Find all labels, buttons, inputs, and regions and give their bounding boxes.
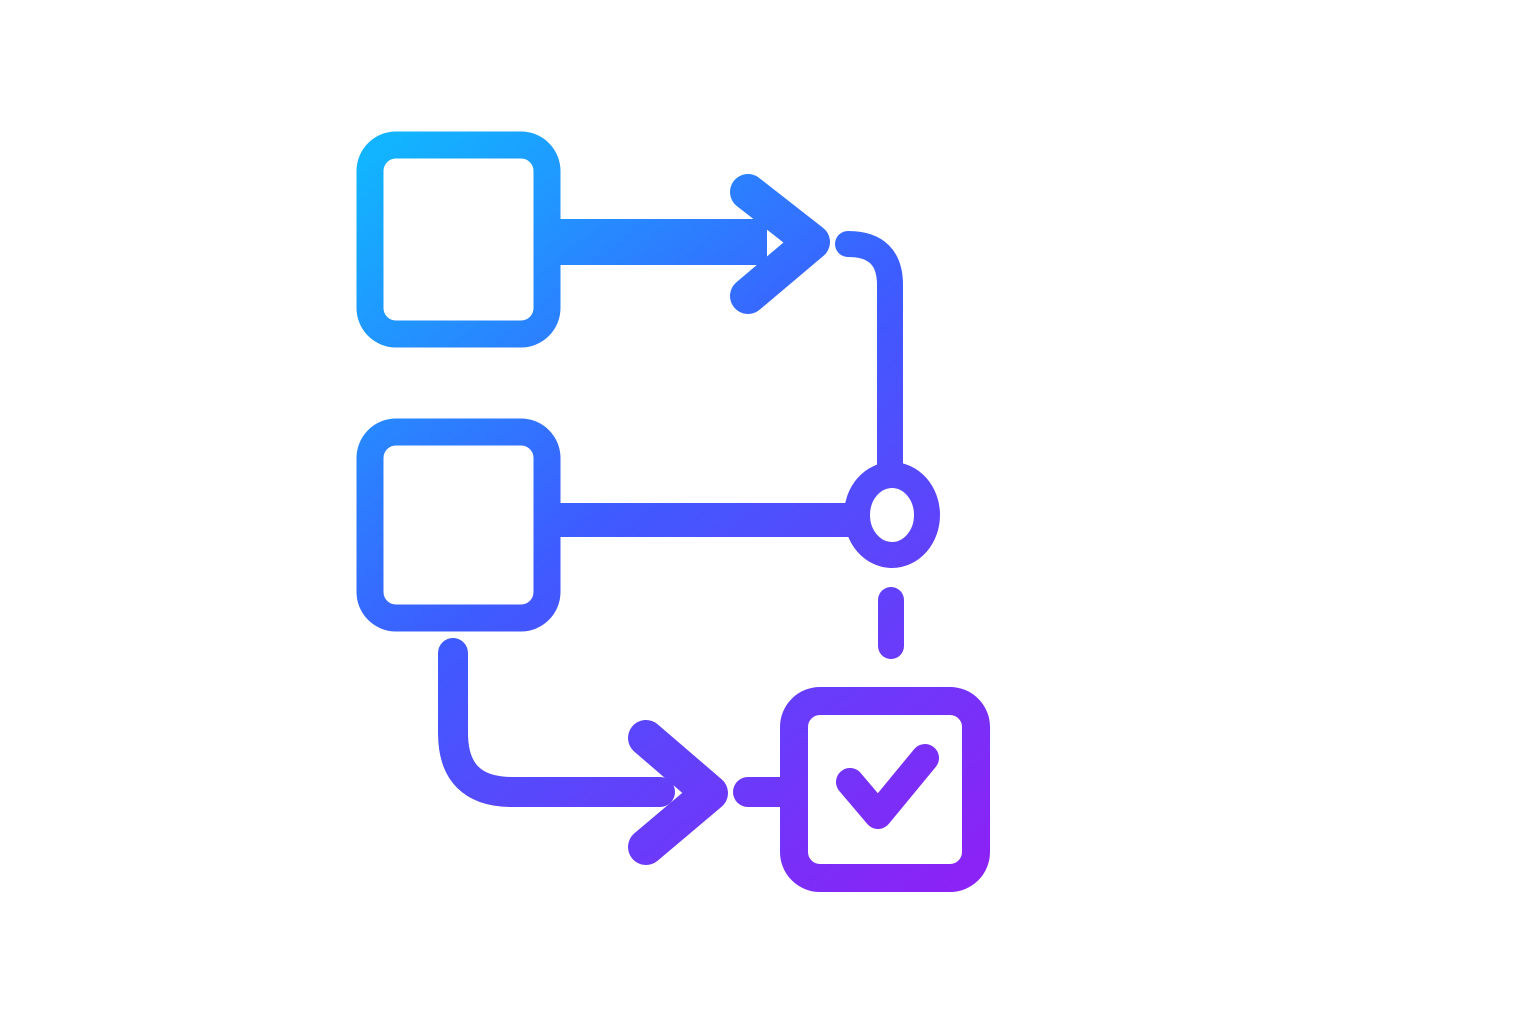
top-arrow-head: [730, 174, 830, 314]
completion-box: [780, 687, 990, 892]
process-box-top: [356, 131, 561, 348]
top-to-junction-connector: [835, 231, 903, 479]
top-arrow-shaft: [547, 219, 767, 265]
check-mark-icon: [836, 744, 939, 829]
process-box-middle: [356, 418, 561, 632]
bottom-arrow-head: [628, 720, 728, 865]
merge-junction: [844, 462, 940, 568]
bottom-l-connector: [438, 638, 675, 807]
middle-connector: [547, 503, 859, 537]
